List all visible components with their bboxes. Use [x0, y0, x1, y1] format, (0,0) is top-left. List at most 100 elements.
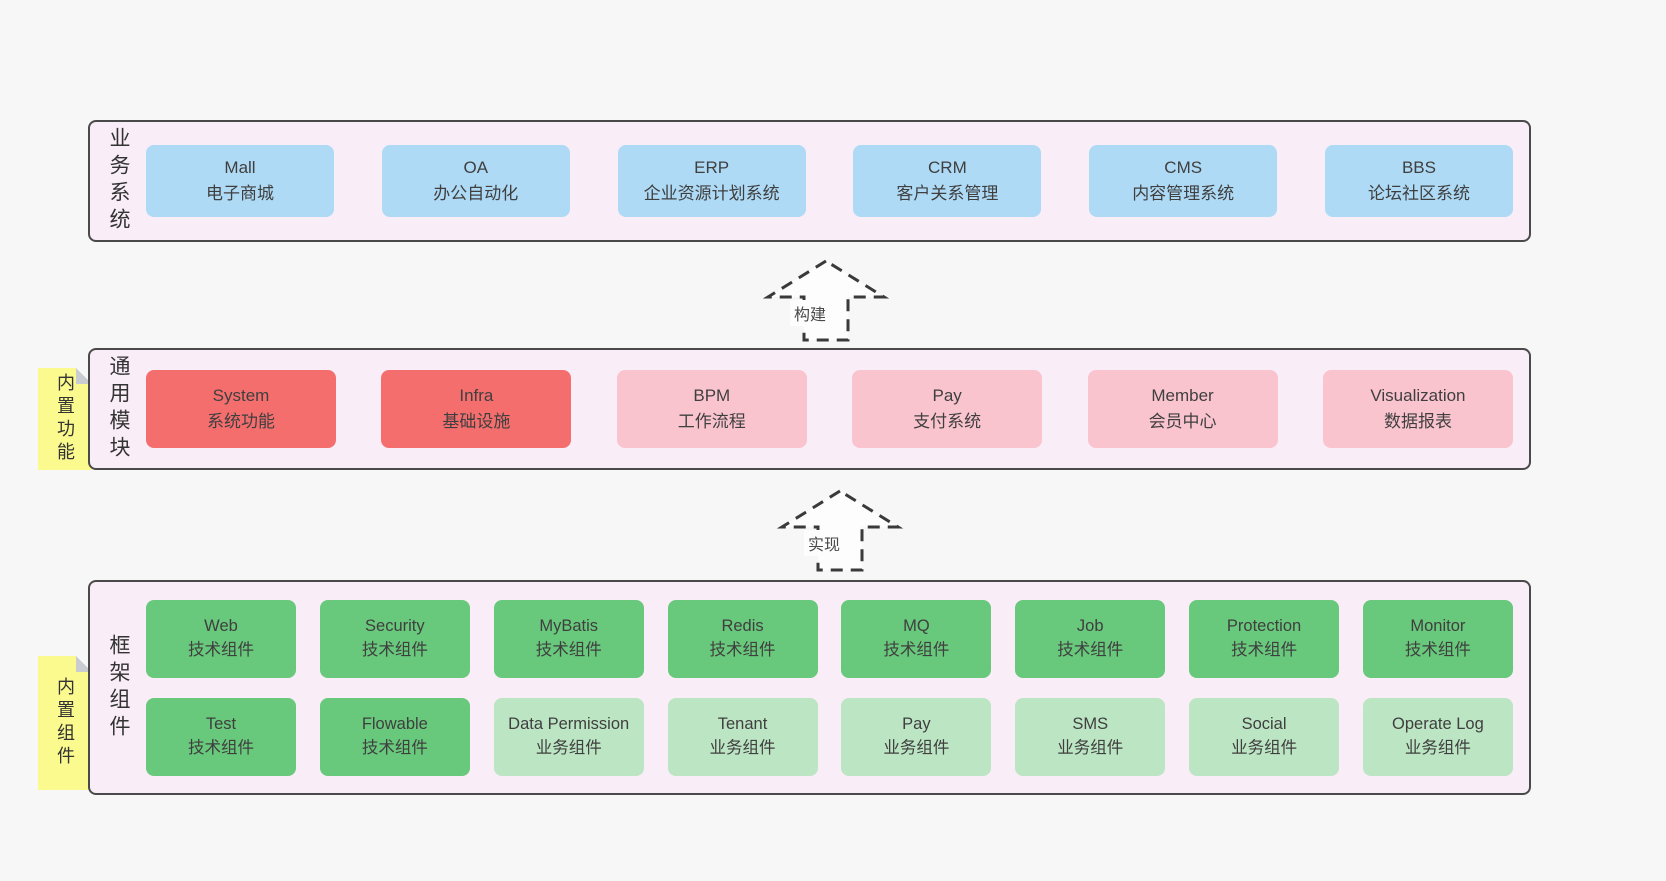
module-name: Test	[205, 715, 237, 734]
module-name: Data Permission	[508, 715, 630, 734]
module-description: 业务组件	[883, 738, 950, 757]
module-name: Redis	[721, 617, 764, 636]
module-description: 技术组件	[188, 640, 254, 659]
module-name: MyBatis	[539, 617, 599, 636]
module-box-security: Security 技术组件	[319, 599, 470, 678]
layer-business-label: 业务系统	[107, 127, 130, 235]
module-box-cms: CMS 内容管理系统	[1089, 145, 1278, 217]
module-name: CRM	[928, 157, 967, 177]
module-box-flowable: Flowable 技术组件	[319, 697, 470, 776]
module-description: 办公自动化	[433, 184, 519, 203]
module-name: Member	[1151, 385, 1214, 405]
module-description: 数据报表	[1383, 412, 1452, 431]
module-box-mq: MQ 技术组件	[841, 599, 992, 678]
module-name: Job	[1076, 617, 1104, 636]
sticky-note-builtin-features: 内置功能	[38, 368, 92, 470]
module-name: BBS	[1401, 157, 1436, 177]
module-description: 业务组件	[1404, 738, 1471, 757]
module-description: 技术组件	[361, 640, 428, 659]
module-description: 业务组件	[1057, 738, 1124, 757]
box-row: System 系统功能 Infra 基础设施 BPM 工作流程 Pay 支付系统 Member 会…	[146, 370, 1513, 448]
module-box-sms: SMS 业务组件	[1015, 697, 1166, 776]
module-description: 基础设施	[442, 412, 511, 431]
module-name: Infra	[459, 385, 494, 405]
module-description: 工作流程	[677, 412, 746, 431]
module-description: 论坛社区系统	[1367, 184, 1470, 203]
module-box-redis: Redis 技术组件	[667, 599, 818, 678]
module-description: 技术组件	[883, 640, 950, 659]
module-name: Social	[1241, 715, 1287, 734]
sticky-note-builtin-components: 内置组件	[38, 656, 92, 790]
module-name: Tenant	[717, 715, 768, 734]
module-box-crm: CRM 客户关系管理	[853, 145, 1042, 217]
module-box-bbs: BBS 论坛社区系统	[1324, 145, 1513, 217]
module-box-monitor: Monitor 技术组件	[1362, 599, 1513, 678]
module-box-infra: Infra 基础设施	[381, 370, 572, 448]
module-description: 内容管理系统	[1132, 184, 1235, 203]
module-box-social: Social 业务组件	[1189, 697, 1340, 776]
module-name: Mall	[224, 157, 256, 177]
module-description: 技术组件	[709, 640, 776, 659]
module-name: OA	[463, 157, 489, 177]
module-box-data-permission: Data Permission 业务组件	[493, 697, 644, 776]
module-name: MQ	[903, 617, 930, 636]
module-description: 系统功能	[207, 412, 275, 431]
module-description: 技术组件	[188, 738, 254, 757]
layer-modules-label: 通用模块	[107, 355, 130, 463]
module-description: 技术组件	[1404, 640, 1471, 659]
module-name: Pay	[902, 715, 931, 734]
module-box-pay: Pay 支付系统	[852, 370, 1043, 448]
module-name: Pay	[932, 385, 962, 405]
module-box-bpm: BPM 工作流程	[616, 370, 807, 448]
module-description: 业务组件	[535, 738, 602, 757]
layer-components-label: 框架组件	[107, 633, 130, 742]
layer-common-modules: 通用模块 System 系统功能 Infra 基础设施 BPM 工作流程 Pay 支付系统 Me…	[88, 348, 1531, 470]
module-name: System	[212, 385, 270, 405]
module-name: Security	[365, 617, 425, 636]
module-description: 技术组件	[361, 738, 428, 757]
implement-arrow-label: 实现	[804, 530, 845, 556]
module-description: 支付系统	[913, 412, 982, 431]
module-box-member: Member 会员中心	[1087, 370, 1278, 448]
implement-arrow: 实现	[772, 486, 908, 574]
module-description: 技术组件	[1057, 640, 1124, 659]
module-box-test: Test 技术组件	[146, 697, 296, 776]
module-name: Protection	[1226, 617, 1302, 636]
module-box-operate-log: Operate Log 业务组件	[1362, 697, 1513, 776]
build-arrow: 构建	[758, 256, 894, 344]
modules-box-rows: System 系统功能 Infra 基础设施 BPM 工作流程 Pay 支付系统 Member 会…	[146, 350, 1529, 468]
build-arrow-label: 构建	[790, 300, 831, 326]
module-name: Flowable	[361, 715, 428, 734]
module-description: 客户关系管理	[896, 184, 999, 203]
module-description: 电子商城	[206, 184, 274, 203]
module-name: CMS	[1164, 157, 1203, 177]
module-name: Monitor	[1410, 617, 1466, 636]
sticky-components-text: 内置组件	[55, 677, 75, 769]
sticky-features-text: 内置功能	[55, 373, 75, 465]
module-description: 企业资源计划系统	[643, 184, 780, 203]
module-description: 技术组件	[535, 640, 602, 659]
module-box-tenant: Tenant 业务组件	[667, 697, 818, 776]
module-description: 业务组件	[709, 738, 776, 757]
module-name: SMS	[1072, 715, 1109, 734]
module-description: 业务组件	[1231, 738, 1298, 757]
module-box-mybatis: MyBatis 技术组件	[493, 599, 644, 678]
module-box-pay: Pay 业务组件	[841, 697, 992, 776]
module-box-oa: OA 办公自动化	[381, 145, 570, 217]
module-description: 会员中心	[1148, 412, 1217, 431]
module-name: BPM	[693, 385, 731, 405]
module-name: Operate Log	[1392, 715, 1484, 734]
module-box-job: Job 技术组件	[1015, 599, 1166, 678]
